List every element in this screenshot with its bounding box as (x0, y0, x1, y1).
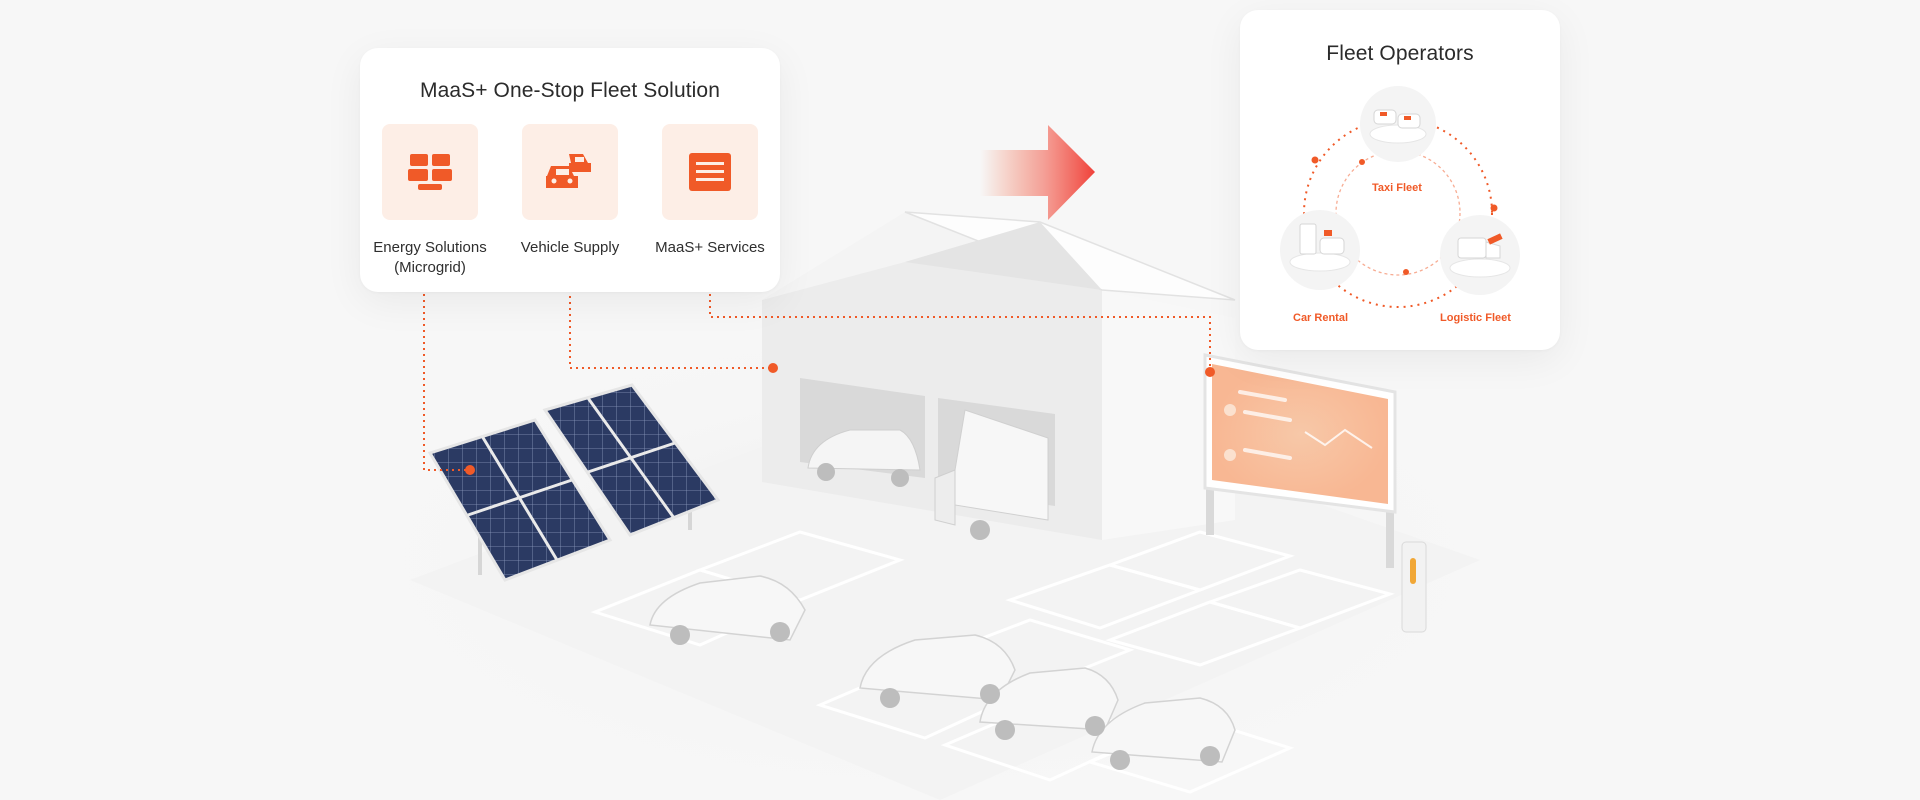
taxi-fleet-label: Taxi Fleet (1372, 182, 1422, 194)
taxi-car-icon (1373, 109, 1397, 125)
vehicle-label: Vehicle Supply (520, 239, 620, 256)
logistic-fleet-node[interactable] (1440, 215, 1520, 295)
connector-dots (465, 363, 1215, 475)
solution-item-vehicle[interactable]: Vehicle Supply (500, 124, 640, 258)
car-rental-label: Car Rental (1293, 312, 1349, 324)
menu-list-icon (689, 153, 731, 191)
car-rental-node[interactable] (1280, 210, 1360, 290)
solution-item-energy[interactable]: Energy Solutions (Microgrid) (360, 124, 500, 278)
operators-title: Fleet Operators (1326, 42, 1474, 65)
solution-card: MaaS+ One-Stop Fleet Solution Energy Sol… (360, 48, 780, 292)
solution-item-maas[interactable]: MaaS+ Services (640, 124, 780, 258)
maas-tile (662, 124, 758, 220)
solar-panel-array (427, 383, 721, 582)
rental-kiosk-icon (1299, 223, 1317, 255)
warehouse-building (762, 211, 1236, 540)
solar-panel-icon (408, 154, 452, 190)
delivery-van-icon (1457, 237, 1487, 259)
flow-arrow (980, 125, 1095, 220)
connector-lines (423, 258, 1211, 471)
energy-label: Energy Solutions (Microgrid) (373, 239, 487, 276)
cars-icon (546, 154, 591, 188)
solution-title: MaaS+ One-Stop Fleet Solution (420, 79, 720, 102)
energy-tile (382, 124, 478, 220)
operator-ring-graphic (1280, 86, 1520, 308)
logistic-fleet-label: Logistic Fleet (1440, 312, 1511, 324)
operators-card: Fleet Operators (1240, 10, 1560, 350)
vehicle-tile (522, 124, 618, 220)
taxi-fleet-node[interactable] (1360, 86, 1436, 162)
ev-charger (1401, 541, 1427, 633)
parked-cars (649, 575, 1236, 763)
dashboard-billboard (1203, 353, 1397, 568)
maas-label: MaaS+ Services (655, 239, 765, 256)
